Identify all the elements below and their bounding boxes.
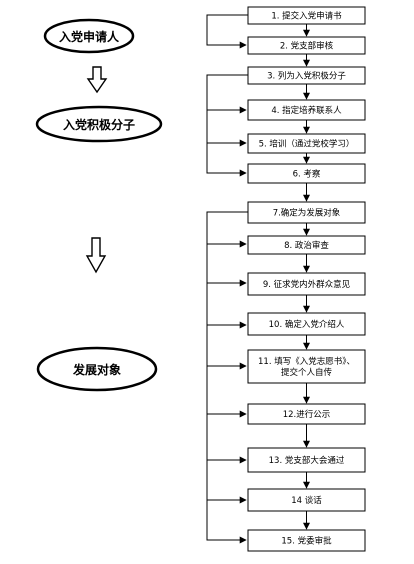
- step-box: 15. 党委审批: [247, 529, 366, 552]
- step-box: 10. 确定入党介绍人: [247, 312, 366, 336]
- stage-candidate-label: 发展对象: [72, 362, 121, 377]
- step-label: 9. 征求党内外群众意见: [263, 279, 351, 290]
- step-label: 11. 填写《入党志愿书》、: [258, 356, 355, 367]
- step-box: 7.确定为发展对象: [247, 201, 366, 224]
- step-box: 1. 提交入党申请书: [247, 6, 366, 25]
- step-box: 14 谈话: [247, 488, 366, 512]
- step-box: 2. 党支部审核: [247, 36, 366, 55]
- step-label: 6. 考察: [293, 169, 321, 180]
- stage-arrow-1: [86, 66, 108, 94]
- step-box: 9. 征求党内外群众意见: [247, 272, 366, 296]
- step-box: 4. 指定培养联系人: [247, 99, 366, 121]
- step-box: 5. 培训（通过党校学习）: [247, 133, 366, 154]
- stage-candidate: 发展对象: [36, 346, 158, 392]
- step-label: 7.确定为发展对象: [273, 208, 341, 219]
- step-label: 8. 政治审查: [284, 240, 329, 251]
- step-label: 13. 党支部大会通过: [269, 455, 345, 466]
- stage-arrow-2: [85, 237, 107, 274]
- step-box: 6. 考察: [247, 163, 366, 184]
- step-box: 3. 列为入党积极分子: [247, 66, 366, 85]
- bracket-group-1: [206, 14, 248, 49]
- stage-activist: 入党积极分子: [35, 105, 163, 143]
- step-label: 5. 培训（通过党校学习）: [259, 139, 355, 150]
- bracket-group-2: [206, 74, 248, 177]
- step-label: 1. 提交入党申请书: [271, 11, 342, 22]
- step-label: 提交个人自传: [281, 367, 333, 378]
- step-label: 4. 指定培养联系人: [271, 105, 342, 116]
- stage-activist-label: 入党积极分子: [63, 117, 135, 132]
- step-label: 12.进行公示: [283, 409, 331, 420]
- step-label: 3. 列为入党积极分子: [267, 71, 346, 82]
- step-box: 13. 党支部大会通过: [247, 447, 366, 473]
- step-label: 15. 党委审批: [281, 536, 332, 547]
- step-boxes: 1. 提交入党申请书 2. 党支部审核 3. 列为入党积极分子 4. 指定培养联系人 5…: [247, 6, 366, 552]
- step-box: 8. 政治审查: [247, 235, 366, 255]
- step-label: 2. 党支部审核: [280, 41, 334, 52]
- stage-applicant: 入党申请人: [43, 18, 135, 54]
- bracket-group-3: [206, 211, 248, 544]
- step-label: 14 谈话: [291, 495, 322, 506]
- step-label: 10. 确定入党介绍人: [269, 319, 345, 330]
- step-box: 11. 填写《入党志愿书》、提交个人自传: [247, 349, 366, 384]
- step-box: 12.进行公示: [247, 403, 366, 425]
- stage-applicant-label: 入党申请人: [59, 29, 120, 44]
